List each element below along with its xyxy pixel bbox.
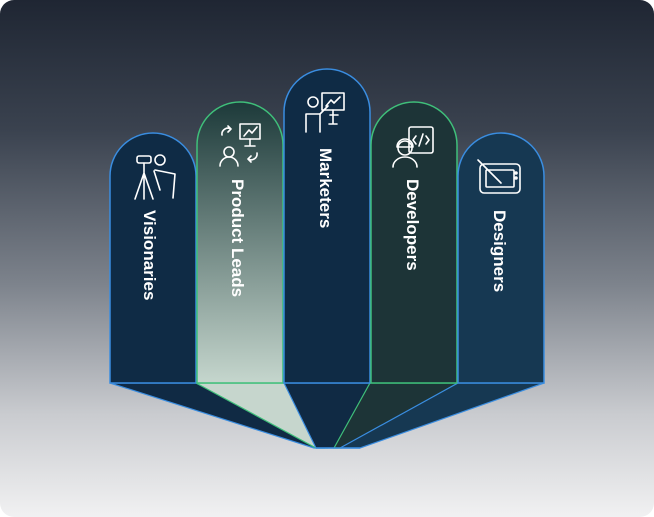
column-product-leads: Product Leads xyxy=(196,101,284,384)
column-developers: Developers xyxy=(370,101,458,384)
binoculars-person-icon xyxy=(134,154,176,200)
developer-code-icon xyxy=(392,126,434,168)
column-label: Product Leads xyxy=(228,179,247,297)
column-designers: Designers xyxy=(457,132,545,384)
column-visionaries: Visionaries xyxy=(109,132,197,384)
column-label: Developers xyxy=(403,179,422,271)
column-label: Designers xyxy=(490,210,509,292)
column-marketers: Marketers xyxy=(283,68,371,384)
column-label: Marketers xyxy=(316,148,335,228)
column-label: Visionaries xyxy=(140,210,159,300)
drawing-tablet-icon xyxy=(477,159,521,194)
funnel-base xyxy=(109,382,545,449)
people-chart-cycle-icon xyxy=(219,123,261,167)
presenter-chart-icon xyxy=(305,92,345,133)
